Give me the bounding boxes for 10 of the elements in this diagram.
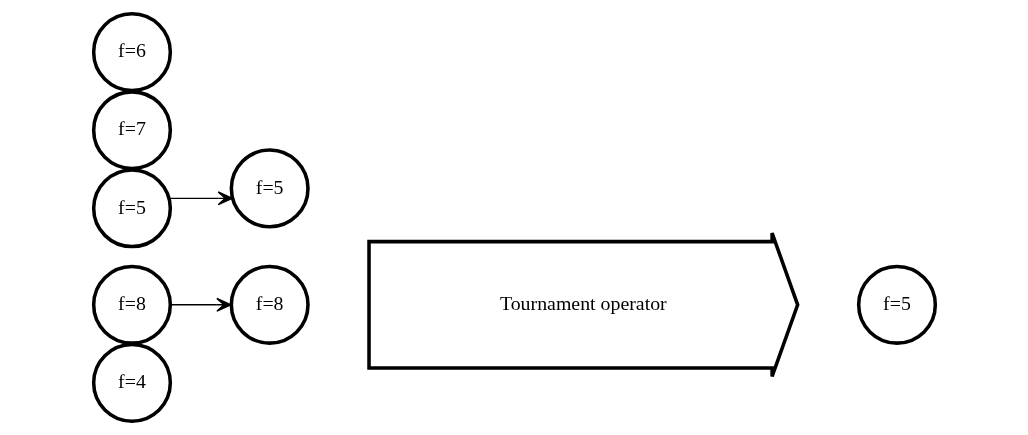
node-circle: f=5 (91, 168, 172, 249)
arrow (169, 297, 232, 312)
node-circle: f=5 (856, 264, 937, 345)
node-circle: f=5 (229, 148, 310, 229)
node-circle: f=7 (91, 90, 172, 171)
node-circle: f=8 (91, 264, 172, 345)
node-circle: f=4 (91, 342, 172, 423)
arrow (168, 191, 233, 206)
node-circle: f=8 (229, 264, 310, 345)
node-circle: f=6 (91, 12, 172, 93)
